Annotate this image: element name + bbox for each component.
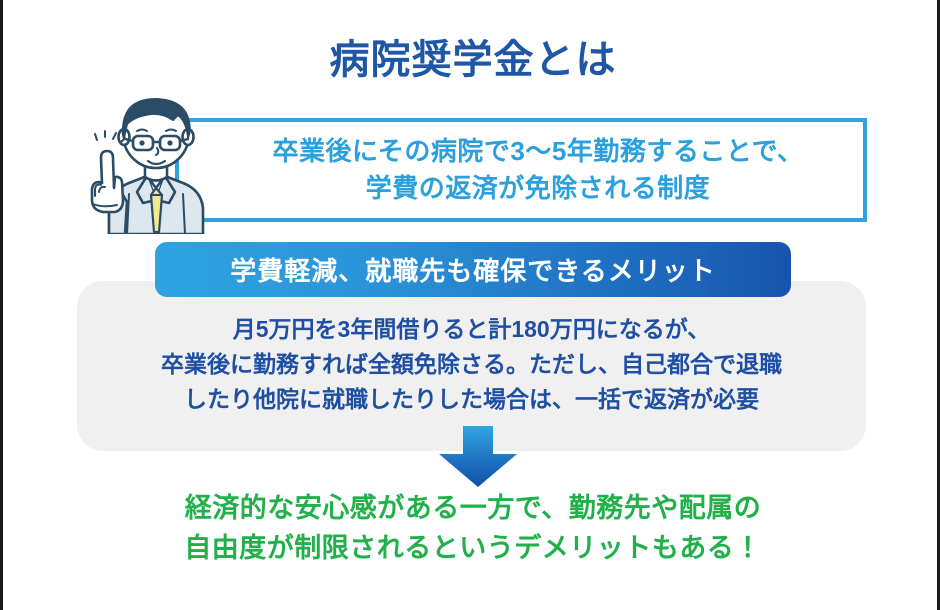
statement-line-1: 卒業後にその病院で3〜5年勤務することで、: [272, 136, 804, 167]
body-line-1: 月5万円を3年間借りると計180万円になるが、: [232, 316, 711, 342]
conclusion-text: 経済的な安心感がある一方で、勤務先や配属の 自由度が制限されるというデメリットも…: [3, 489, 937, 569]
statement-box: 卒業後にその病院で3〜5年勤務することで、 学費の返済が免除される制度: [175, 118, 867, 222]
body-line-3: したり他院に就職したりした場合は、一括で返済が必要: [184, 385, 759, 412]
statement-text: 卒業後にその病院で3〜5年勤務することで、 学費の返済が免除される制度: [238, 133, 803, 207]
pointing-businessman-illustration: [77, 82, 227, 234]
conclusion-line-1: 経済的な安心感がある一方で、勤務先や配属の: [184, 493, 762, 523]
page-title: 病院奨学金とは: [329, 38, 617, 82]
merit-banner-label: 学費軽減、就職先も確保できるメリット: [230, 256, 716, 286]
body-line-2: 卒業後に勤務すれば全額免除さる。ただし、自己都合で退職: [161, 350, 782, 377]
statement-line-2: 学費の返済が免除される制度: [365, 173, 711, 203]
highlight-panel: [77, 281, 866, 451]
down-arrow-icon: [437, 426, 519, 488]
body-text: 月5万円を3年間借りると計180万円になるが、 卒業後に勤務すれば全額免除さる。…: [77, 312, 866, 417]
conclusion-line-2: 自由度が制限されるというデメリットもある！: [184, 532, 762, 563]
merit-banner: 学費軽減、就職先も確保できるメリット: [155, 242, 791, 297]
